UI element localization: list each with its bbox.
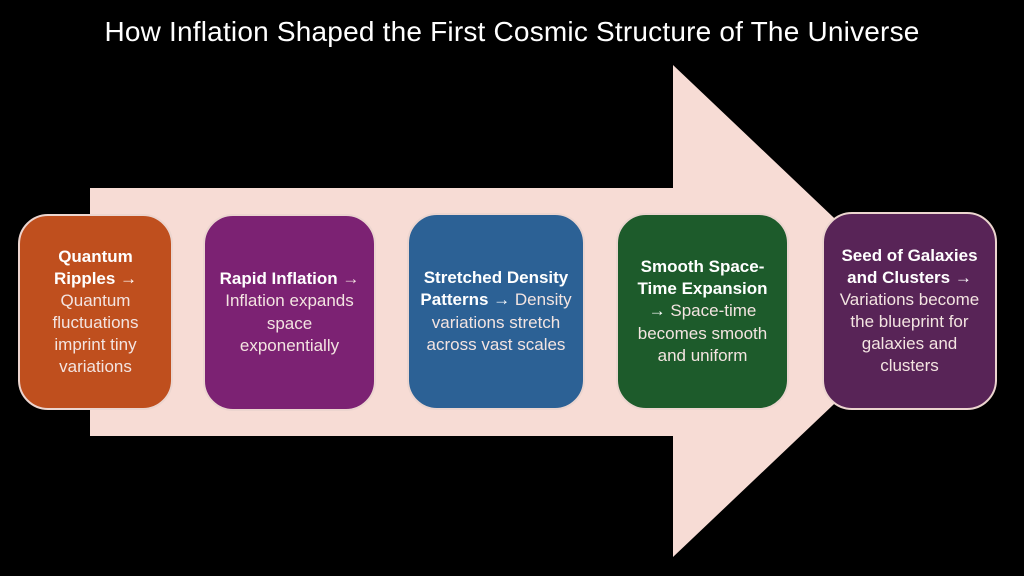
step-card-seed-of-galaxies-and-clusters: Seed of Galaxies and Clusters → Variatio… — [822, 212, 997, 410]
slide-title: How Inflation Shaped the First Cosmic St… — [104, 16, 920, 47]
step-text: Rapid Inflation → Inflation expands spac… — [216, 268, 363, 356]
step-heading: Quantum Ripples → — [53, 246, 138, 288]
step-card-quantum-ripples: Quantum Ripples → Quantum fluctuations i… — [18, 214, 173, 410]
step-card-stretched-density-patterns: Stretched Density Patterns → Density var… — [407, 213, 585, 410]
step-body: → Inflation expands space exponentially — [225, 269, 360, 355]
step-body: Quantum fluctuations imprint tiny variat… — [52, 290, 139, 377]
step-heading: Seed of Galaxies and Clusters → — [841, 245, 978, 287]
step-text: Quantum Ripples → Quantum fluctuations i… — [31, 246, 160, 379]
step-card-smooth-space-time-expansion: Smooth Space-Time Expansion → Space-time… — [616, 213, 789, 410]
step-body: Variations become the blueprint for gala… — [839, 289, 980, 376]
step-heading: Rapid Inflation — [219, 269, 338, 289]
step-text: Seed of Galaxies and Clusters → Variatio… — [835, 245, 984, 378]
step-body: Space-time becomes smooth and uniform — [637, 301, 768, 365]
step-text: Smooth Space-Time Expansion → Space-time… — [629, 256, 776, 366]
step-card-rapid-inflation: Rapid Inflation → Inflation expands spac… — [203, 214, 376, 411]
step-body: Density variations stretch across vast s… — [426, 290, 572, 354]
step-text: Stretched Density Patterns → Density var… — [420, 267, 572, 355]
step-heading: Smooth Space-Time Expansion → — [637, 257, 768, 321]
step-heading: Stretched Density Patterns → — [420, 268, 569, 310]
